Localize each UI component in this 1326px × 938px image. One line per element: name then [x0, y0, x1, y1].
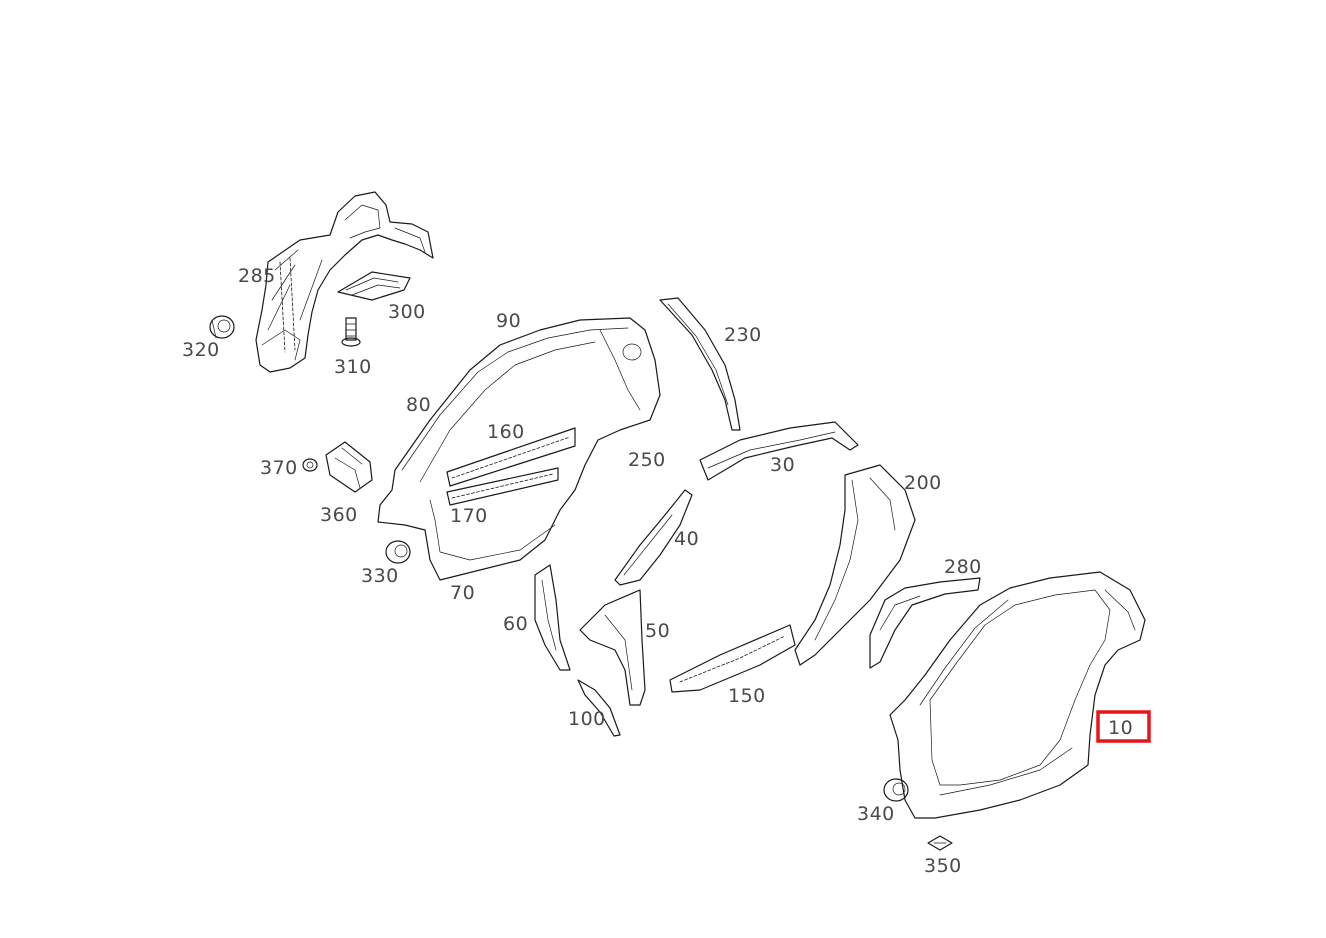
callout-30[interactable]: 30	[770, 454, 795, 476]
part-170-sill-strip[interactable]	[446, 467, 559, 506]
callout-340[interactable]: 340	[857, 803, 895, 825]
part-280-bracket[interactable]	[869, 577, 981, 669]
callout-360[interactable]: 360	[320, 504, 358, 526]
part-40-pillar-inner[interactable]	[614, 489, 693, 586]
part-60-pillar-lower[interactable]	[534, 564, 571, 671]
part-230-pillar-strip[interactable]	[659, 297, 741, 431]
callout-170[interactable]: 170	[450, 505, 488, 527]
callout-80[interactable]: 80	[406, 394, 431, 416]
callout-labels: 285 300 320 310 90 230 80 160 250 370 30 200 360 170 4…	[182, 265, 1133, 877]
part-330-grommet[interactable]	[385, 540, 411, 564]
callout-50[interactable]: 50	[645, 620, 670, 642]
part-150-sill[interactable]	[669, 624, 796, 693]
part-30-roof-rail[interactable]	[699, 421, 859, 481]
callout-370[interactable]: 370	[260, 457, 298, 479]
part-350-clip[interactable]	[927, 835, 953, 851]
callout-230[interactable]: 230	[724, 324, 762, 346]
callout-90[interactable]: 90	[496, 310, 521, 332]
callout-300[interactable]: 300	[388, 301, 426, 323]
highlight-box-10	[1096, 710, 1151, 743]
callout-70[interactable]: 70	[450, 582, 475, 604]
callout-60[interactable]: 60	[503, 613, 528, 635]
callout-310[interactable]: 310	[334, 356, 372, 378]
callout-40[interactable]: 40	[674, 528, 699, 550]
callout-250[interactable]: 250	[628, 449, 666, 471]
callout-330[interactable]: 330	[361, 565, 399, 587]
callout-350[interactable]: 350	[924, 855, 962, 877]
part-10-side-wall[interactable]	[889, 571, 1146, 819]
callout-285[interactable]: 285	[238, 265, 276, 287]
callout-200[interactable]: 200	[904, 472, 942, 494]
part-300-plate[interactable]	[337, 271, 411, 301]
part-200-b-pillar[interactable]	[794, 464, 916, 666]
callout-160[interactable]: 160	[487, 421, 525, 443]
part-285-wheel-arch[interactable]	[255, 191, 434, 373]
callout-320[interactable]: 320	[182, 339, 220, 361]
part-310-bolt[interactable]	[341, 317, 361, 347]
part-70-side-panel[interactable]	[377, 317, 661, 581]
part-160-reinforcement[interactable]	[446, 427, 576, 487]
part-360-hinge[interactable]	[325, 441, 373, 493]
part-370-nut[interactable]	[302, 458, 318, 472]
part-320-grommet[interactable]	[209, 315, 235, 339]
callout-100[interactable]: 100	[568, 708, 606, 730]
callout-150[interactable]: 150	[728, 685, 766, 707]
part-100-arch-strip[interactable]	[577, 679, 621, 737]
part-50-pillar-base[interactable]	[579, 589, 646, 706]
callout-280[interactable]: 280	[944, 556, 982, 578]
callout-10[interactable]: 10	[1108, 717, 1133, 739]
part-340-grommet[interactable]	[883, 778, 909, 802]
